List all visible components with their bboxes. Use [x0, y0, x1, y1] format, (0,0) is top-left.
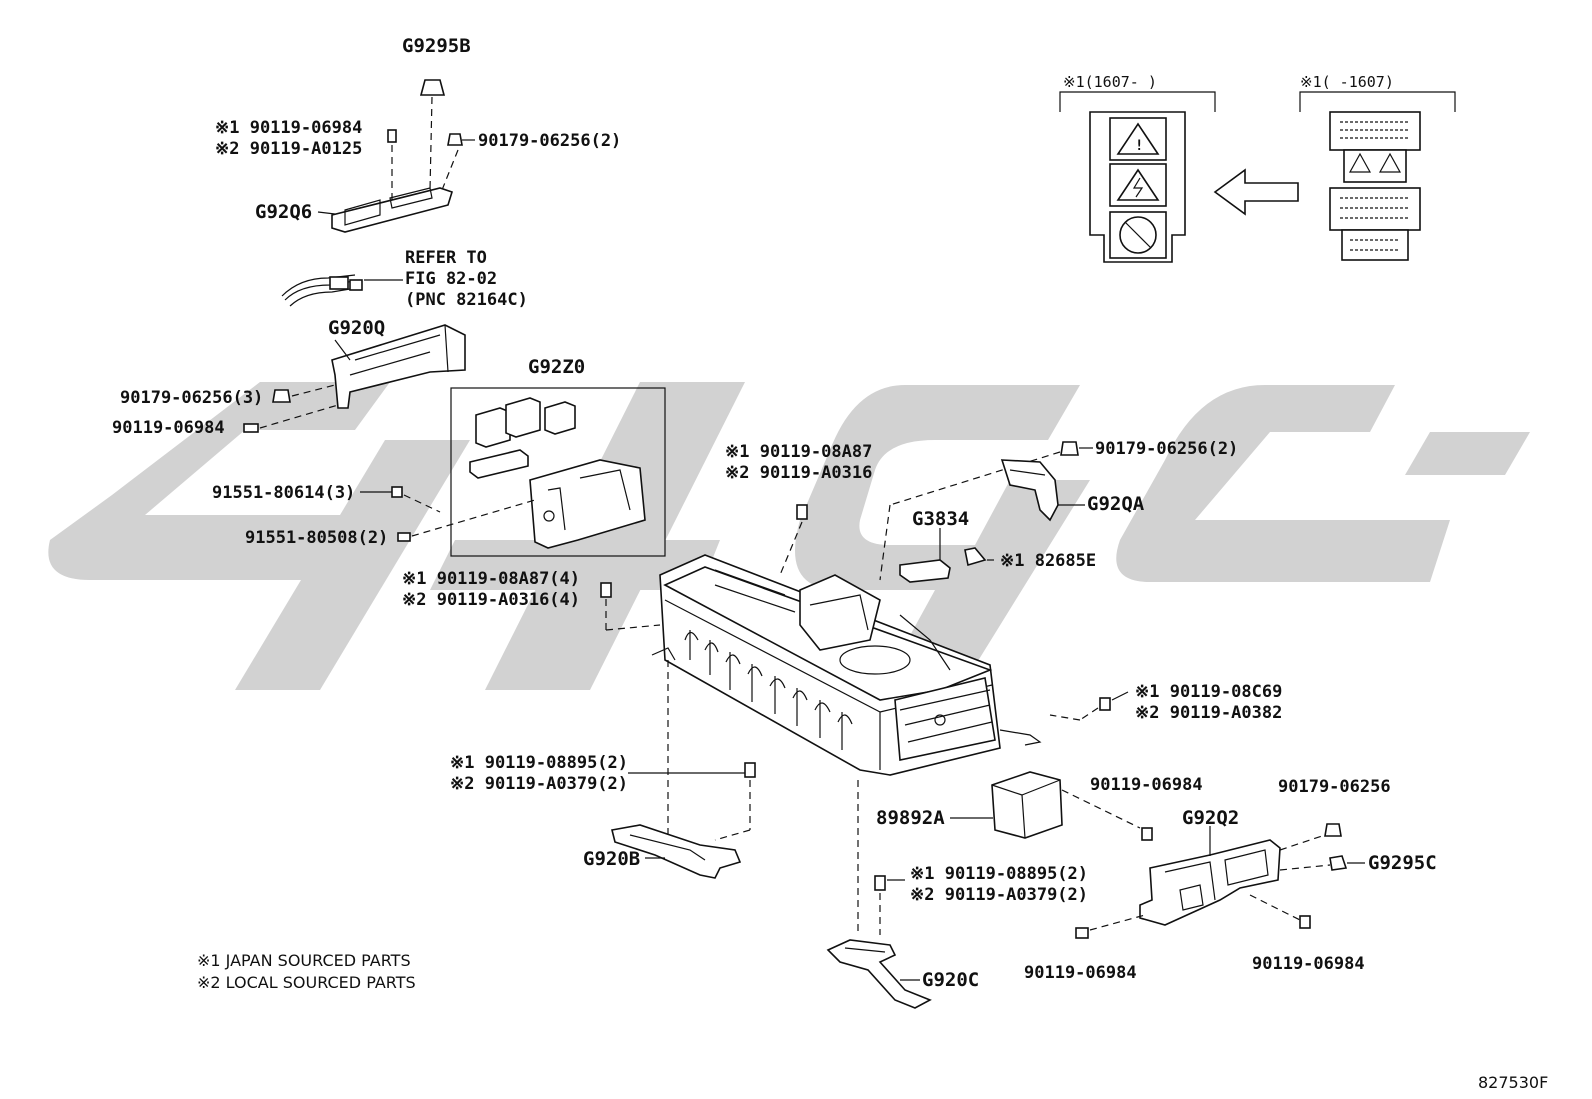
label-g3834: G3834	[912, 508, 969, 530]
label-89892a: 89892A	[876, 807, 945, 829]
nut-bottom-right	[1324, 823, 1342, 837]
figure-code: 827530F	[1478, 1073, 1548, 1092]
warning-label-new: !	[1089, 111, 1186, 263]
bolt-bottom	[857, 780, 905, 935]
label-left-bolt: 90119-06984	[112, 418, 225, 438]
wire-harness	[281, 274, 403, 307]
label-bm-bolt: 90119-06984	[1252, 954, 1365, 974]
bracket-g920b	[611, 824, 742, 879]
relay-block	[469, 397, 646, 549]
label-82685e: ※1 82685E	[1000, 551, 1096, 571]
clip-g9295b	[419, 79, 446, 191]
clip-b	[397, 499, 536, 542]
bracket-g920c	[826, 939, 932, 1009]
label-new-range: ※1(1607- )	[1063, 73, 1157, 91]
label-old-range: ※1( -1607)	[1300, 73, 1394, 91]
arrow-icon	[1213, 168, 1299, 216]
label-br-nut: 90179-06256	[1278, 777, 1391, 797]
bolt-ecu	[1141, 827, 1153, 841]
label-mid-bolt-1: ※1 90119-08A87	[725, 442, 872, 462]
label-g920q: G920Q	[328, 317, 385, 339]
bracket-g920q	[331, 324, 466, 409]
label-g920b: G920B	[583, 848, 640, 870]
clip-a	[360, 486, 441, 513]
bolt-lower	[628, 660, 756, 841]
label-top-bolt-2: ※2 90119-A0125	[215, 139, 362, 159]
clip-g9295c	[1329, 855, 1365, 871]
bolt-front	[600, 582, 661, 631]
label-mid-bolt-2: ※2 90119-A0316	[725, 463, 872, 483]
label-variants: ※1(1607- ) ! ※1( -1607)	[1059, 73, 1456, 263]
sensor-g3834	[899, 528, 951, 583]
label-right-nut: 90179-06256(2)	[1095, 439, 1238, 459]
label-g92q6: G92Q6	[255, 201, 312, 223]
bracket-g92q6	[317, 187, 453, 233]
label-front-bolt-2: ※2 90119-A0316(4)	[402, 590, 580, 610]
note-japan-sourced: ※1 JAPAN SOURCED PARTS	[197, 951, 411, 970]
label-g92z0: G92Z0	[528, 356, 585, 378]
label-top-nut: 90179-06256(2)	[478, 131, 621, 151]
label-lower-bolt-1: ※1 90119-08895(2)	[450, 753, 628, 773]
label-refer-1: REFER TO	[405, 248, 487, 268]
label-lower-bolt-2: ※2 90119-A0379(2)	[450, 774, 628, 794]
label-g920c: G920C	[922, 969, 979, 991]
label-clip-b: 91551-80508(2)	[245, 528, 388, 548]
bolt-rear-right	[1049, 691, 1129, 721]
label-g9295b: G9295B	[402, 35, 471, 57]
label-bot-bolt-1: ※1 90119-08895(2)	[910, 864, 1088, 884]
label-bl-bolt: 90119-06984	[1024, 963, 1137, 983]
label-rr-bolt-2: ※2 90119-A0382	[1135, 703, 1282, 723]
label-left-nut: 90179-06256(3)	[120, 388, 263, 408]
label-bot-bolt-2: ※2 90119-A0379(2)	[910, 885, 1088, 905]
label-rr-bolt-1: ※1 90119-08C69	[1135, 682, 1282, 702]
bracket-g92qa	[1000, 459, 1085, 522]
bolt-top	[387, 129, 397, 200]
label-ecu-bolt: 90119-06984	[1090, 775, 1203, 795]
label-clip-a: 91551-80614(3)	[212, 483, 355, 503]
label-refer-2: FIG 82-02	[405, 269, 497, 289]
part-82685e	[964, 547, 998, 567]
ecu-89892a	[950, 771, 1141, 839]
label-top-bolt-1: ※1 90119-06984	[215, 118, 362, 138]
battery-side-ribs	[684, 630, 853, 750]
bolt-bottom-middle	[1299, 915, 1311, 929]
nut-right	[879, 441, 1093, 581]
warning-label-old	[1329, 111, 1421, 261]
bolt-mid	[779, 504, 808, 576]
svg-text:!: !	[1135, 138, 1143, 154]
note-local-sourced: ※2 LOCAL SOURCED PARTS	[197, 973, 416, 992]
battery-assembly	[651, 554, 1042, 776]
label-front-bolt-1: ※1 90119-08A87(4)	[402, 569, 580, 589]
bolt-left	[243, 404, 339, 433]
watermark-logo	[48, 382, 1530, 690]
relay-group-box	[450, 387, 666, 557]
bracket-g92q2	[1089, 826, 1331, 931]
nut-top	[441, 133, 475, 191]
label-g92q2: G92Q2	[1182, 807, 1239, 829]
label-g9295c: G9295C	[1368, 852, 1437, 874]
bolt-bottom-left	[1075, 927, 1089, 939]
label-g92qa: G92QA	[1087, 493, 1145, 515]
nut-left	[272, 384, 336, 403]
label-refer-3: (PNC 82164C)	[405, 290, 528, 310]
